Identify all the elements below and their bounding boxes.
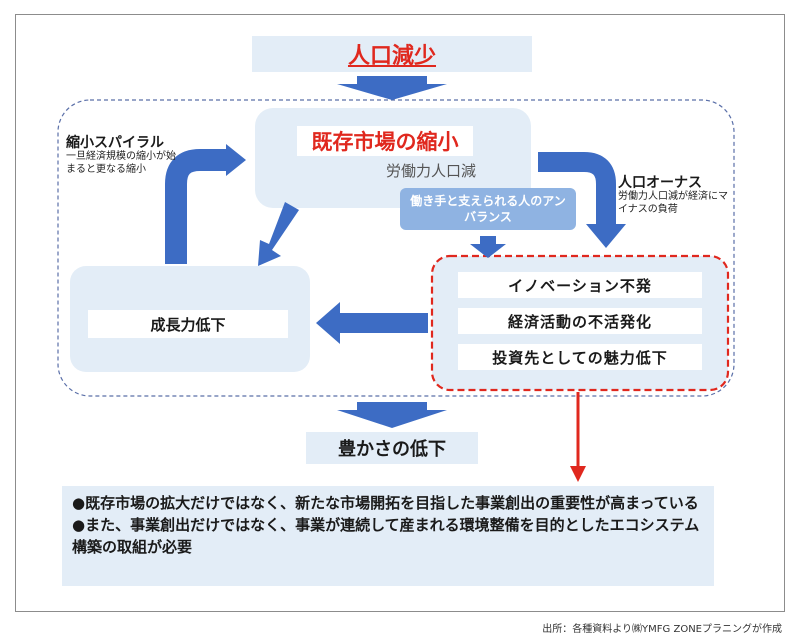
title-box: 人口減少 bbox=[252, 36, 532, 72]
diagram-frame bbox=[15, 14, 785, 612]
issue-label-investment: 投資先としての魅力低下 bbox=[492, 348, 668, 367]
source-note: 出所：各種資料より㈱YMFG ZONEプラニングが作成 bbox=[542, 624, 782, 635]
imbalance-label: 働き手と支えられる人のアンバランス bbox=[410, 194, 566, 224]
issue-label-economy: 経済活動の不活発化 bbox=[507, 312, 652, 331]
issue-item: イノベーション不発 bbox=[458, 272, 702, 298]
summary-bullet: ●既存市場の拡大だけではなく、新たな市場開拓を目指した事業創出の重要性が高まって… bbox=[72, 494, 699, 512]
cycle-boundary bbox=[57, 99, 735, 397]
onus-description: 労働力人口減が経済にマイナスの負荷 bbox=[618, 191, 728, 215]
spiral-description: 一旦経済規模の縮小が始まると更なる縮小 bbox=[66, 151, 176, 175]
issue-label-innovation: イノベーション不発 bbox=[508, 276, 652, 295]
central-sub: 労働力人口減 bbox=[386, 162, 477, 180]
imbalance-box: 働き手と支えられる人のアンバランス bbox=[400, 188, 576, 230]
arrow-imbalance-down bbox=[470, 236, 506, 258]
arrow-issues-to-growth bbox=[316, 302, 428, 344]
issue-item: 投資先としての魅力低下 bbox=[458, 344, 702, 370]
title: 人口減少 bbox=[347, 44, 436, 69]
issue-item: 経済活動の不活発化 bbox=[458, 308, 702, 334]
arrow-spiral-path bbox=[165, 149, 228, 264]
central-heading: 既存市場の縮小 bbox=[311, 130, 459, 154]
arrow-spiral-head bbox=[226, 144, 246, 176]
spiral-heading: 縮小スパイラル bbox=[66, 135, 164, 151]
growth-label: 成長力低下 bbox=[150, 315, 226, 334]
result-box: 豊かさの低下 bbox=[306, 432, 478, 464]
summary-bullet: ●また、事業創出だけではなく、事業が連続して産まれる環境整備を目的としたエコシス… bbox=[72, 516, 700, 556]
arrow-title-down bbox=[337, 76, 447, 100]
arrow-onus-head bbox=[586, 224, 626, 248]
central-heading-box: 既存市場の縮小 bbox=[297, 126, 473, 156]
onus-heading: 人口オーナス bbox=[618, 175, 702, 191]
red-arrow-head bbox=[570, 466, 586, 482]
arrow-central-to-growth bbox=[258, 202, 299, 266]
growth-label-box: 成長力低下 bbox=[88, 310, 288, 338]
arrow-to-result bbox=[337, 402, 447, 428]
arrow-onus-path bbox=[538, 152, 616, 226]
result-label: 豊かさの低下 bbox=[338, 439, 446, 460]
summary-box: ●既存市場の拡大だけではなく、新たな市場開拓を目指した事業創出の重要性が高まって… bbox=[62, 486, 714, 586]
